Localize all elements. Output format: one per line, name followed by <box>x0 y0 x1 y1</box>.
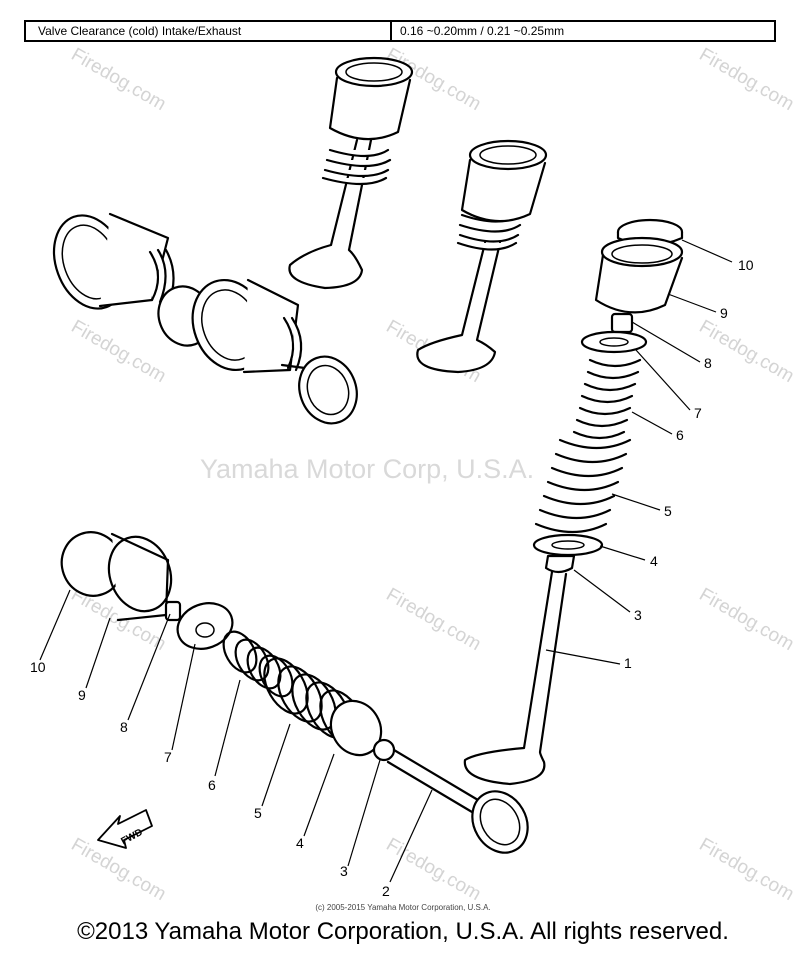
watermark: Firedog.com <box>383 834 485 905</box>
watermark: Firedog.com <box>68 44 170 115</box>
callout-right-10: 10 <box>738 257 754 273</box>
callout-left-10: 10 <box>30 659 46 675</box>
callout-left-7: 7 <box>164 749 172 765</box>
watermark: Firedog.com <box>696 834 798 905</box>
callout-right-7: 7 <box>694 405 702 421</box>
watermark: Firedog.com <box>68 316 170 387</box>
watermark: Firedog.com <box>696 584 798 655</box>
callout-left-6: 6 <box>208 777 216 793</box>
watermark: Firedog.com <box>383 584 485 655</box>
bucket-9 <box>594 253 684 314</box>
spec-value: 0.16 ~0.20mm / 0.21 ~0.25mm <box>400 24 565 38</box>
leader-lines <box>39 239 733 883</box>
outer-spring-5 <box>534 438 632 534</box>
stem-seal-3 <box>544 554 576 574</box>
callout-right-3: 3 <box>634 607 642 623</box>
copyright-footer: ©2013 Yamaha Motor Corporation, U.S.A. A… <box>77 918 729 945</box>
valve-2 <box>392 748 480 802</box>
callout-right-6: 6 <box>676 427 684 443</box>
stem-seal-3b <box>372 738 396 762</box>
callout-left-8: 8 <box>120 719 128 735</box>
callout-right-9: 9 <box>720 305 728 321</box>
callout-right-5: 5 <box>664 503 672 519</box>
callout-right-4: 4 <box>650 553 658 569</box>
watermark: Firedog.com <box>696 44 798 115</box>
bucket-9b <box>110 532 170 622</box>
top-middle-valve-assembly <box>288 56 414 290</box>
retainer-7b <box>176 602 234 650</box>
cotter-8 <box>610 312 634 334</box>
spring-seat-4 <box>532 533 604 557</box>
callout-left-3: 3 <box>340 863 348 879</box>
spec-label: Valve Clearance (cold) Intake/Exhaust <box>26 22 392 40</box>
callout-left-2: 2 <box>382 883 390 899</box>
retainer-7 <box>580 330 648 354</box>
callout-left-4: 4 <box>296 835 304 851</box>
callout-left-9: 9 <box>78 687 86 703</box>
fwd-arrow-icon <box>97 809 153 849</box>
top-right-valve-assembly <box>416 139 548 374</box>
watermark-layer: Firedog.com Firedog.com Firedog.com Fire… <box>68 44 798 905</box>
bottom-left-exploded-valve <box>60 531 529 854</box>
inner-spring-6 <box>572 358 642 440</box>
callout-left-5: 5 <box>254 805 262 821</box>
small-copyright: (c) 2005-2015 Yamaha Motor Corporation, … <box>315 903 491 912</box>
spring-seat-4b <box>329 699 383 757</box>
left-top-valve-assembly <box>52 212 358 425</box>
watermark: Firedog.com <box>696 316 798 387</box>
inner-spring-6b <box>222 630 294 698</box>
outer-spring-5b <box>263 657 365 747</box>
callout-right-1: 1 <box>624 655 632 671</box>
valve-1 <box>522 570 554 750</box>
callout-right-8: 8 <box>704 355 712 371</box>
valve-clearance-spec-table: Valve Clearance (cold) Intake/Exhaust 0.… <box>24 20 776 42</box>
right-exploded-valve <box>463 218 684 786</box>
watermark-center: Yamaha Motor Corp, U.S.A. <box>200 454 534 484</box>
